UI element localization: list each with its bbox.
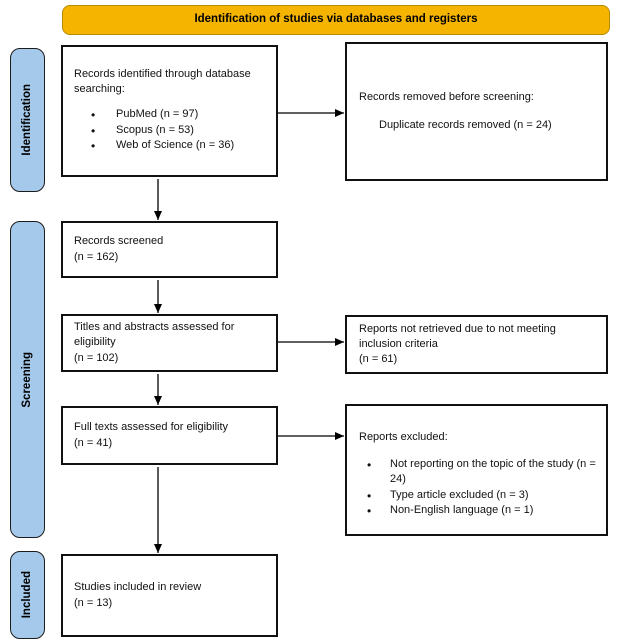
list-item: PubMed (n = 97) [74, 107, 270, 124]
box-titles-abstracts-assessed: Titles and abstracts assessed for eligib… [61, 314, 278, 372]
reports-not-retrieved-line: inclusion criteria [359, 337, 438, 350]
full-texts-line: Full texts assessed for eligibility [74, 421, 229, 434]
records-screened-line: Records screened [74, 235, 164, 248]
box-records-removed: Records removed before screening: Duplic… [345, 42, 608, 181]
stage-bar-included: Included [10, 551, 45, 639]
reports-excluded-reasons-list: Not reporting on the topic of the study … [359, 457, 596, 520]
stage-label-included: Included [20, 571, 33, 619]
full-texts-count: (n = 41) [74, 436, 113, 449]
stage-bar-screening: Screening [10, 221, 45, 538]
box-studies-included: Studies included in review (n = 13) [61, 554, 278, 637]
titles-abstracts-count: (n = 102) [74, 351, 119, 364]
records-removed-intro: Records removed before screening: [359, 90, 534, 103]
box-reports-not-retrieved: Reports not retrieved due to not meeting… [345, 315, 608, 374]
list-item: Non-English language (n = 1) [359, 503, 596, 520]
stage-bar-identification: Identification [10, 48, 45, 192]
titles-abstracts-line: Titles and abstracts assessed for [74, 321, 235, 334]
stage-label-screening: Screening [20, 351, 33, 408]
banner-identification-via-databases: Identification of studies via databases … [62, 5, 610, 35]
list-item: Not reporting on the topic of the study … [359, 457, 596, 487]
studies-included-count: (n = 13) [74, 596, 113, 609]
reports-not-retrieved-count: (n = 61) [359, 353, 398, 366]
records-identified-intro: Records identified through database sear… [74, 68, 251, 96]
list-item: Type article excluded (n = 3) [359, 488, 596, 505]
box-records-screened: Records screened (n = 162) [61, 221, 278, 278]
box-reports-excluded: Reports excluded: Not reporting on the t… [345, 404, 608, 536]
records-screened-count: (n = 162) [74, 250, 119, 263]
list-item: Scopus (n = 53) [74, 123, 270, 140]
stage-label-identification: Identification [20, 84, 33, 156]
reports-not-retrieved-line: Reports not retrieved due to not meeting [359, 322, 556, 335]
box-full-texts-assessed: Full texts assessed for eligibility (n =… [61, 406, 278, 465]
banner-label: Identification of studies via databases … [194, 13, 478, 26]
studies-included-line: Studies included in review [74, 581, 202, 594]
records-identified-sources-list: PubMed (n = 97) Scopus (n = 53) Web of S… [74, 107, 270, 155]
box-records-identified: Records identified through database sear… [61, 45, 278, 177]
records-removed-detail: Duplicate records removed (n = 24) [379, 119, 552, 131]
list-item: Web of Science (n = 36) [74, 138, 270, 155]
titles-abstracts-line: eligibility [74, 336, 116, 349]
reports-excluded-intro: Reports excluded: [359, 431, 448, 443]
